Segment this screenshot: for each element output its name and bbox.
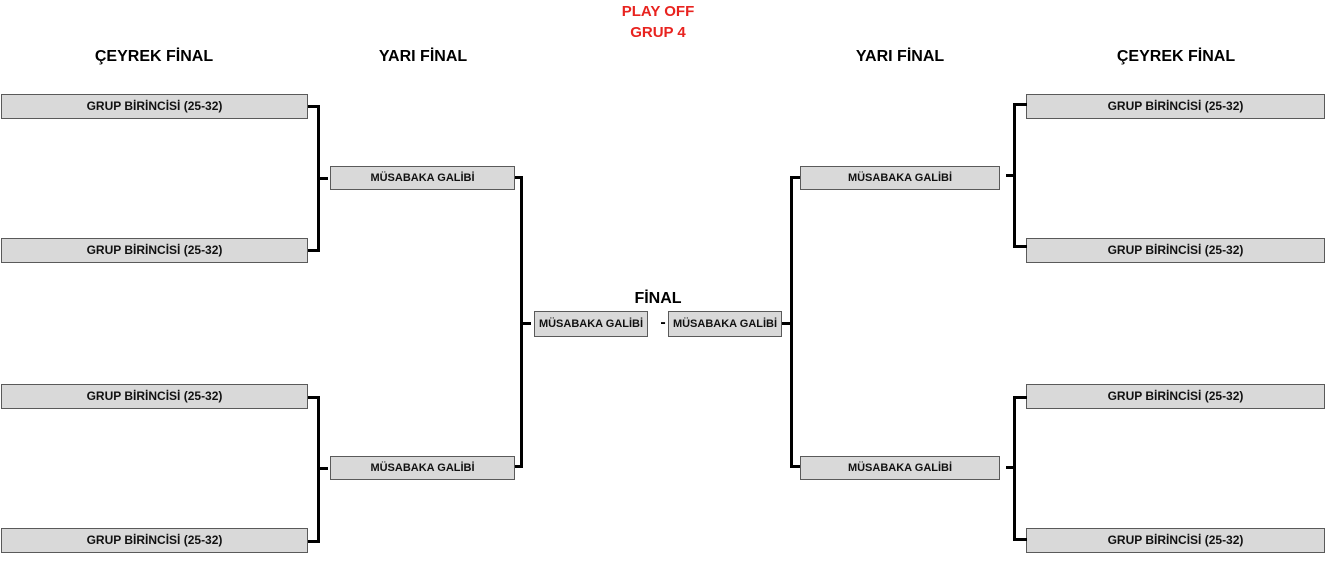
final-separator: - [660, 314, 666, 331]
connector-left-sf2-in [320, 467, 328, 470]
right-qf-slot-3[interactable]: GRUP BİRİNCİSİ (25-32) [1026, 384, 1325, 409]
heading-left-semi-final: YARI FİNAL [378, 48, 468, 65]
connector-left-qf4-h [308, 540, 320, 543]
connector-left-qf-bottom-v [317, 396, 320, 543]
heading-left-quarter-final: ÇEYREK FİNAL [94, 48, 214, 65]
title-line-2: GRUP 4 [630, 24, 686, 41]
right-qf-slot-1[interactable]: GRUP BİRİNCİSİ (25-32) [1026, 94, 1325, 119]
connector-left-qf2-h [308, 249, 320, 252]
heading-right-quarter-final: ÇEYREK FİNAL [1116, 48, 1236, 65]
final-left-finalist[interactable]: MÜSABAKA GALİBİ [534, 311, 648, 337]
left-qf-slot-1[interactable]: GRUP BİRİNCİSİ (25-32) [1, 94, 308, 119]
heading-final: FİNAL [634, 290, 682, 307]
connector-left-final-in [523, 322, 531, 325]
left-sf-slot-1[interactable]: MÜSABAKA GALİBİ [330, 166, 515, 190]
connector-right-sf-v [790, 176, 793, 468]
connector-right-qf4-h [1013, 538, 1027, 541]
final-right-finalist[interactable]: MÜSABAKA GALİBİ [668, 311, 782, 337]
connector-left-qf1-h [308, 105, 320, 108]
left-qf-slot-2[interactable]: GRUP BİRİNCİSİ (25-32) [1, 238, 308, 263]
connector-right-sf1-out [1006, 174, 1015, 177]
connector-left-sf1-in [320, 177, 328, 180]
connector-right-qf-bottom-v [1013, 396, 1016, 541]
title-line-1: PLAY OFF [621, 3, 695, 20]
right-qf-slot-4[interactable]: GRUP BİRİNCİSİ (25-32) [1026, 528, 1325, 553]
bracket-title: PLAY OFF GRUP 4 [558, 1, 758, 43]
heading-right-semi-final: YARI FİNAL [855, 48, 945, 65]
connector-left-sf-v [520, 176, 523, 468]
right-sf-slot-1[interactable]: MÜSABAKA GALİBİ [800, 166, 1000, 190]
connector-left-qf-top-v [317, 105, 320, 252]
right-qf-slot-2[interactable]: GRUP BİRİNCİSİ (25-32) [1026, 238, 1325, 263]
connector-left-sf2-h [515, 465, 523, 468]
left-qf-slot-4[interactable]: GRUP BİRİNCİSİ (25-32) [1, 528, 308, 553]
connector-left-qf3-h [308, 396, 320, 399]
connector-right-sf2-out [1006, 466, 1015, 469]
connector-right-qf3-h [1013, 396, 1027, 399]
connector-right-final-in [782, 322, 790, 325]
connector-left-sf1-h [515, 176, 523, 179]
connector-right-qf-top-v [1013, 103, 1016, 248]
connector-right-sf2-h [790, 465, 800, 468]
connector-right-qf2-h [1013, 245, 1027, 248]
left-qf-slot-3[interactable]: GRUP BİRİNCİSİ (25-32) [1, 384, 308, 409]
connector-right-qf1-h [1013, 103, 1027, 106]
connector-right-sf1-h [790, 176, 800, 179]
left-sf-slot-2[interactable]: MÜSABAKA GALİBİ [330, 456, 515, 480]
right-sf-slot-2[interactable]: MÜSABAKA GALİBİ [800, 456, 1000, 480]
